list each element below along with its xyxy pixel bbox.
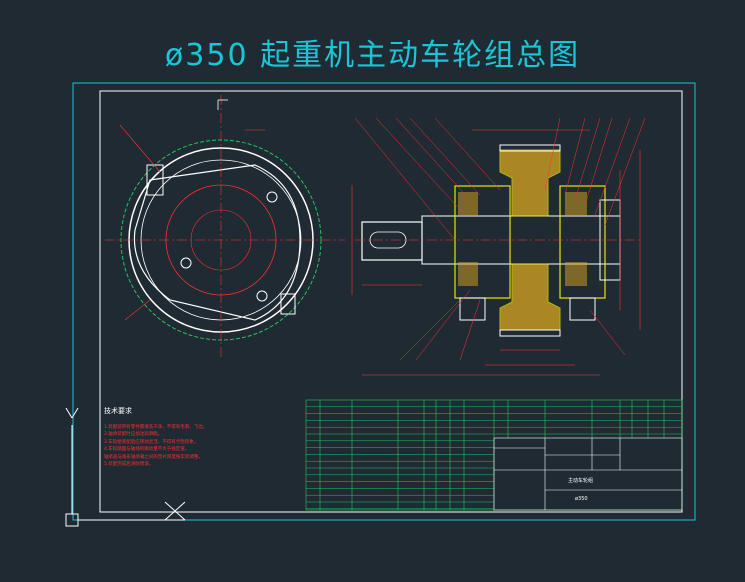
right-foot	[569, 297, 596, 321]
requirement-line: 3.车轮组装配后应转动灵活，不得有卡阻现象。	[104, 439, 199, 445]
requirement-line: 4.车轮踏面与轴线的跳动量不大于规定值，	[104, 447, 190, 453]
drawing-title: ø350 起重机主动车轮组总图	[164, 38, 581, 73]
bolt-block-top	[146, 164, 164, 196]
technical-requirements-heading: 技术要求	[104, 407, 132, 415]
section-view	[354, 117, 646, 376]
requirement-line: 轴承盖与角形轴承箱之间的垫片厚度按实际调整，	[104, 454, 203, 460]
left-foot	[459, 297, 486, 321]
bolt-hole-1	[266, 191, 278, 203]
bom-rows	[306, 406, 682, 510]
bolt-hole-2	[180, 257, 192, 269]
requirement-line: 1.装配前所有零件需清洗干净，不得有毛刺、飞边。	[104, 425, 208, 430]
bolt-block-bottom	[280, 293, 296, 315]
shaft-key-end	[361, 221, 423, 261]
drawing-name: 主动车轮组	[568, 478, 594, 484]
end-view	[105, 95, 353, 360]
title-block-grid	[493, 437, 683, 511]
requirement-line: 2.轴承装配时应加注润滑脂。	[104, 432, 163, 438]
outer-frame	[72, 82, 696, 521]
drawing-code: ø350	[575, 496, 588, 502]
technical-requirements: 技术要求 1.装配前所有零件需清洗干净，不得有毛刺、飞边。 2.轴承装配时应加注…	[104, 406, 224, 468]
wheel-section-upper	[499, 149, 561, 217]
drawing-border	[99, 90, 683, 513]
requirement-line: 5.装配完成后涂防锈漆。	[104, 462, 154, 468]
wheel-section-lower	[499, 263, 561, 331]
bearing-box-outline	[133, 164, 301, 321]
ucs-icon	[65, 407, 186, 527]
bolt-hole-3	[256, 290, 268, 302]
